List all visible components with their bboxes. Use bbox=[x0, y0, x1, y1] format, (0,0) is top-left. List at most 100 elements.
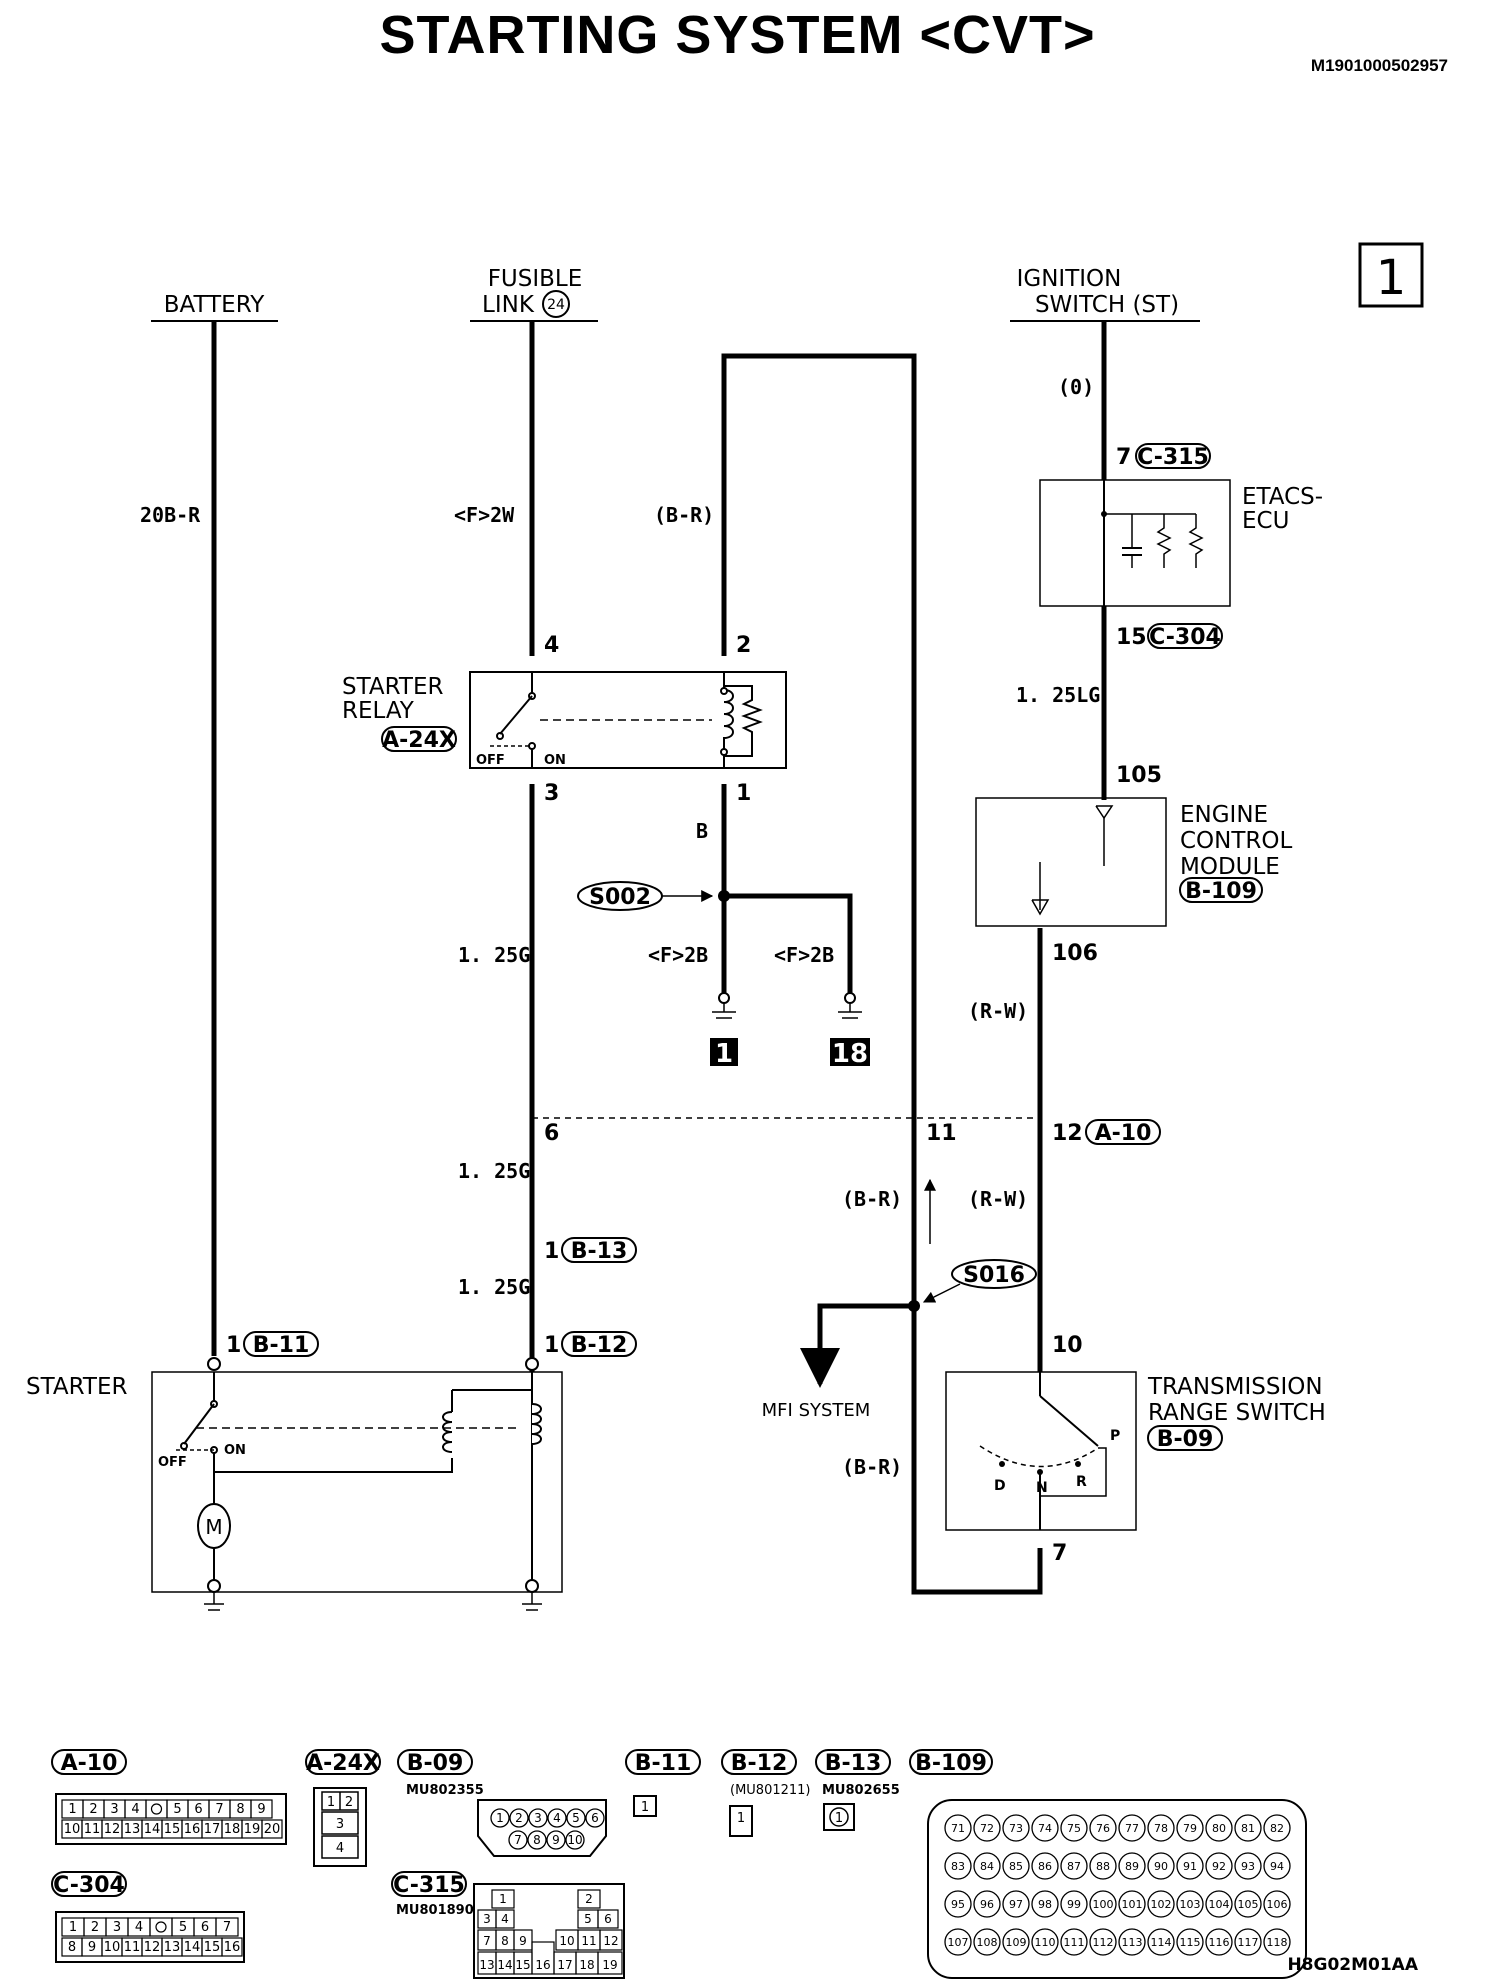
pin-number: 112 bbox=[1093, 1936, 1114, 1949]
relay-out-wire-label: 1. 25G bbox=[458, 943, 530, 967]
ground-18-label: 18 bbox=[832, 1039, 868, 1069]
pin-number: 116 bbox=[1209, 1936, 1230, 1949]
pin-number: 78 bbox=[1154, 1822, 1168, 1835]
ground-1: 1 bbox=[710, 992, 738, 1069]
pin-circle bbox=[1176, 1852, 1204, 1880]
svg-text:A-24X: A-24X bbox=[306, 1751, 380, 1776]
pin-number: 2 bbox=[89, 1802, 97, 1817]
connector-cell bbox=[597, 1909, 619, 1929]
pin-circle bbox=[973, 1852, 1001, 1880]
connector-tag-b12: B-12 bbox=[561, 1331, 637, 1358]
pin-number: 84 bbox=[980, 1860, 994, 1873]
key-slot bbox=[155, 1921, 167, 1933]
svg-text:P: P bbox=[1110, 1428, 1120, 1444]
pin-number: 76 bbox=[1096, 1822, 1110, 1835]
page-number: 1 bbox=[1376, 250, 1407, 306]
pin-circle bbox=[1060, 1928, 1088, 1956]
svg-text:ON: ON bbox=[544, 753, 566, 768]
pin-number: 73 bbox=[1009, 1822, 1023, 1835]
pin-circle bbox=[1060, 1814, 1088, 1842]
fusible-wire-label: <F>2W bbox=[454, 503, 515, 527]
pin-number: 5 bbox=[572, 1811, 580, 1825]
b13-b12-wire-label: 1. 25G bbox=[458, 1275, 530, 1299]
pin-number: 17 bbox=[557, 1958, 572, 1972]
pin-number: 94 bbox=[1270, 1860, 1284, 1873]
svg-text:OFF: OFF bbox=[158, 1455, 187, 1470]
svg-text:A-10: A-10 bbox=[1095, 1121, 1152, 1146]
pin-number: 7 bbox=[483, 1934, 491, 1948]
pin-number: 13 bbox=[124, 1822, 141, 1837]
pin-circle bbox=[527, 1830, 547, 1850]
svg-text:STARTER: STARTER bbox=[342, 674, 443, 700]
pin-circle bbox=[1176, 1814, 1204, 1842]
pin-number: 13 bbox=[164, 1940, 181, 1955]
pin-number: 99 bbox=[1067, 1898, 1081, 1911]
pin-circle bbox=[1002, 1814, 1030, 1842]
etacs-pin-7: 7 bbox=[1116, 445, 1131, 470]
ground-18: 18 bbox=[830, 992, 870, 1069]
ignition-wire-label: (0) bbox=[1058, 375, 1094, 399]
ecu-out-wire-label: 1. 25LG bbox=[1016, 683, 1100, 707]
svg-text:B-12: B-12 bbox=[731, 1751, 788, 1776]
pin-number: 96 bbox=[980, 1898, 994, 1911]
pin-circle bbox=[508, 1830, 528, 1850]
pin-number: 91 bbox=[1183, 1860, 1197, 1873]
splice-s002: S002 bbox=[577, 881, 730, 911]
return-wire-label-3: (B-R) bbox=[842, 1455, 902, 1479]
pin-number: 17 bbox=[204, 1822, 221, 1837]
pin-number: 4 bbox=[553, 1811, 561, 1825]
etacs-pin-15: 15 bbox=[1116, 625, 1147, 650]
svg-text:TRANSMISSION: TRANSMISSION bbox=[1147, 1374, 1323, 1400]
mfi-system-label: MFI SYSTEM bbox=[762, 1400, 871, 1421]
pin-number: 74 bbox=[1038, 1822, 1052, 1835]
pin-circle bbox=[1205, 1928, 1233, 1956]
starter-relay: STARTER RELAY A-24X OFF ON bbox=[342, 671, 787, 769]
pin-number: 81 bbox=[1241, 1822, 1255, 1835]
connector-cell bbox=[577, 1889, 601, 1909]
connector-tag-b11: B-11 bbox=[243, 1331, 319, 1358]
pin-number: 114 bbox=[1151, 1936, 1172, 1949]
pin-circle bbox=[1031, 1890, 1059, 1918]
pin-circle bbox=[1263, 1814, 1291, 1842]
svg-text:OFF: OFF bbox=[476, 753, 505, 768]
pin-number: 8 bbox=[533, 1833, 541, 1847]
b11-pin-1: 1 bbox=[226, 1333, 241, 1358]
pin-number: 16 bbox=[535, 1958, 550, 1972]
svg-text:ECU: ECU bbox=[1242, 508, 1289, 534]
pin-number: 9 bbox=[88, 1940, 96, 1955]
pin-number: 11 bbox=[581, 1934, 596, 1948]
pin-number: 90 bbox=[1154, 1860, 1168, 1873]
motor-symbol: M bbox=[205, 1515, 222, 1539]
connector-cell bbox=[250, 1799, 273, 1819]
pin-circle bbox=[1002, 1890, 1030, 1918]
pin-number: 15 bbox=[515, 1958, 530, 1972]
pin-number: 83 bbox=[951, 1860, 965, 1873]
trs-pin-10: 10 bbox=[1052, 1333, 1083, 1358]
pin-circle bbox=[547, 1808, 567, 1828]
pin-number: 5 bbox=[173, 1802, 181, 1817]
svg-text:B-12: B-12 bbox=[571, 1333, 628, 1358]
svg-text:ETACS-: ETACS- bbox=[1242, 484, 1323, 510]
connector-cell bbox=[261, 1819, 283, 1839]
pin-circle bbox=[1176, 1890, 1204, 1918]
svg-text:STARTER: STARTER bbox=[26, 1374, 127, 1400]
pin-number: 104 bbox=[1209, 1898, 1230, 1911]
pin-number: 88 bbox=[1096, 1860, 1110, 1873]
pin-number: 3 bbox=[113, 1920, 121, 1935]
pin-circle bbox=[1234, 1852, 1262, 1880]
pin-circle bbox=[973, 1928, 1001, 1956]
pin-number: 18 bbox=[579, 1958, 594, 1972]
connector-cell bbox=[599, 1929, 623, 1951]
wires bbox=[211, 321, 1107, 1595]
pin-number: 5 bbox=[179, 1920, 187, 1935]
svg-text:1: 1 bbox=[737, 1811, 745, 1826]
pin-number: 4 bbox=[131, 1802, 139, 1817]
svg-text:RANGE SWITCH: RANGE SWITCH bbox=[1148, 1400, 1326, 1426]
pin-number: 7 bbox=[223, 1920, 231, 1935]
relay-pin-3: 3 bbox=[544, 781, 559, 806]
pin-number: 12 bbox=[603, 1934, 618, 1948]
